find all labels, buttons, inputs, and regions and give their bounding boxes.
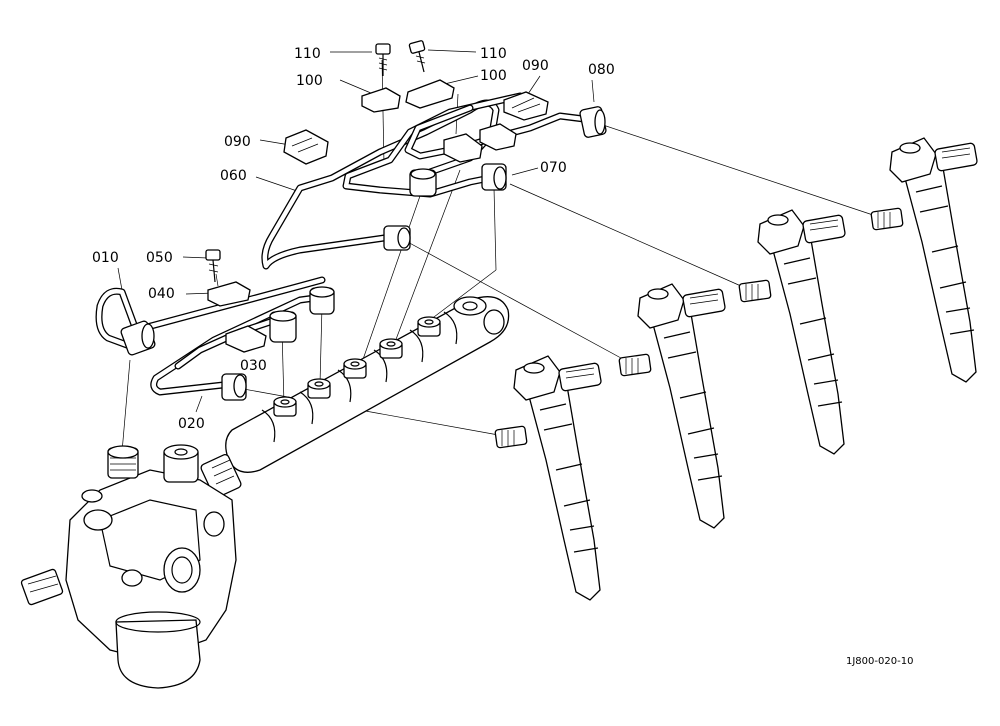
callout-110-right: 110	[480, 46, 507, 62]
callout-labels: 110 110 100 100 090 090 080 070 060 050 …	[92, 46, 913, 667]
rail-port-1	[273, 396, 297, 417]
injector-4	[870, 137, 978, 383]
injector-2	[618, 283, 726, 529]
clamp-plate-100-left	[361, 87, 401, 113]
pipe-nuts	[120, 106, 607, 401]
supply-pump	[20, 444, 237, 689]
clamp-plate-100-right	[405, 79, 455, 109]
callout-080: 080	[588, 62, 615, 78]
callout-090-right: 090	[522, 58, 549, 74]
nut-080	[579, 106, 607, 138]
injector-3	[738, 209, 846, 455]
grommet-upper	[479, 123, 517, 151]
callout-010: 010	[92, 250, 119, 266]
callout-090-left: 090	[224, 134, 251, 150]
drawing-code: 1J800-020-10	[846, 656, 913, 667]
injectors	[494, 137, 978, 601]
rail-port-3	[343, 358, 367, 379]
grommet-middle	[443, 133, 483, 163]
rail-port-5	[417, 316, 441, 337]
callout-050: 050	[146, 250, 173, 266]
rail-port-2	[307, 378, 331, 399]
callout-100-right: 100	[480, 68, 507, 84]
nut-020	[221, 373, 247, 401]
bolt-110-right	[408, 40, 426, 73]
pump-connector	[20, 568, 64, 606]
callout-070: 070	[540, 160, 567, 176]
nut-rail-b	[269, 310, 297, 343]
nut-060-rail	[409, 168, 437, 197]
nut-010	[120, 320, 156, 356]
nut-070	[481, 163, 507, 191]
nut-060-end	[383, 225, 411, 251]
grommet-090-left	[283, 129, 329, 165]
bolt-110-left	[375, 43, 391, 76]
common-rail	[200, 296, 510, 498]
grommet-030	[225, 325, 267, 353]
clamp-plate-040	[207, 281, 251, 307]
callout-040: 040	[148, 286, 175, 302]
callout-060: 060	[220, 168, 247, 184]
rail-end-port	[453, 296, 505, 335]
bolt-050	[205, 249, 221, 283]
callout-020: 020	[178, 416, 205, 432]
nut-rail-a	[309, 286, 335, 315]
injector-1	[494, 355, 602, 601]
callout-030: 030	[240, 358, 267, 374]
callout-110-left: 110	[294, 46, 321, 62]
grommet-090-right	[503, 91, 549, 121]
callout-100-left: 100	[296, 73, 323, 89]
injection-pipes	[95, 92, 596, 396]
leader-lines	[117, 49, 883, 453]
clamps-and-bolts	[205, 40, 549, 353]
rail-port-4	[379, 338, 403, 359]
